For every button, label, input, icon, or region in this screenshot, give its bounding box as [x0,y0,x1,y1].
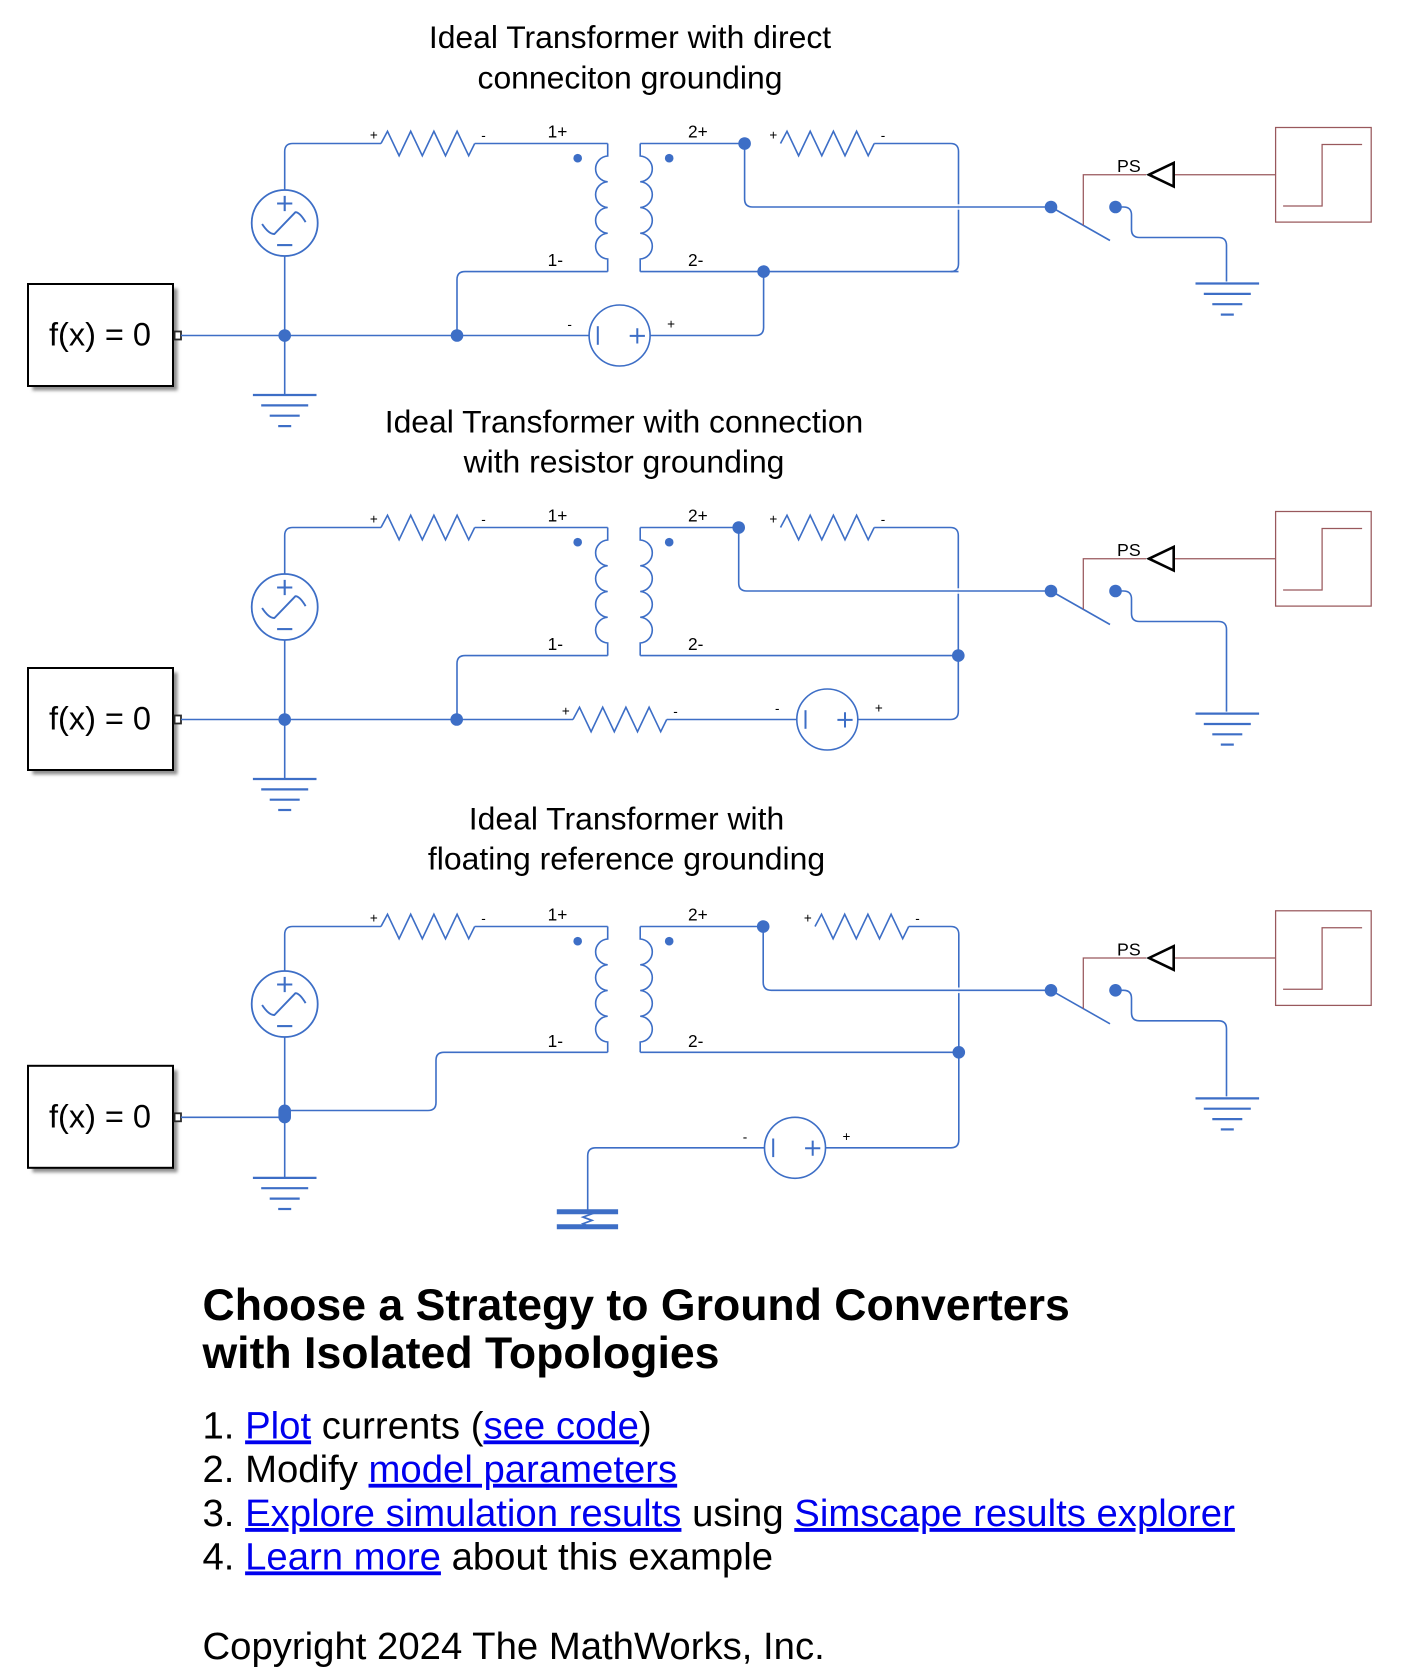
svg-text:PS: PS [1117,156,1141,176]
svg-text:with Isolated Topologies: with Isolated Topologies [202,1329,720,1378]
svg-text:-: - [673,704,678,719]
svg-text:+: + [667,317,675,332]
svg-text:1+: 1+ [548,505,568,525]
svg-text:-: - [567,317,572,332]
svg-text:1-: 1- [548,1031,563,1051]
svg-text:Ideal Transformer with connect: Ideal Transformer with connection [385,403,864,439]
svg-text:+: + [769,128,777,143]
svg-text:+: + [804,911,812,926]
svg-text:PS: PS [1117,540,1141,560]
svg-text:Choose a Strategy to Ground Co: Choose a Strategy to Ground Converters [203,1281,1070,1330]
svg-text:-: - [915,911,920,926]
svg-text:-: - [881,512,886,527]
svg-text:+: + [875,701,883,716]
svg-text:+: + [370,512,378,527]
svg-text:-: - [881,128,886,143]
svg-text:2-: 2- [688,634,703,654]
svg-text:2. Modify model parameters: 2. Modify model parameters [203,1448,678,1491]
svg-text:2-: 2- [688,250,703,270]
svg-text:-: - [481,911,486,926]
svg-text:2+: 2+ [688,505,708,525]
svg-text:4. Learn more about this examp: 4. Learn more about this example [203,1535,774,1578]
svg-text:3. Explore simulation results: 3. Explore simulation results using Sims… [203,1492,1236,1535]
svg-text:Ideal Transformer with direct: Ideal Transformer with direct [429,19,831,55]
svg-text:2-: 2- [688,1031,703,1051]
svg-text:-: - [481,512,486,527]
svg-text:+: + [562,704,570,719]
svg-text:f(x) = 0: f(x) = 0 [49,317,151,353]
svg-text:Copyright 2024 The MathWorks,: Copyright 2024 The MathWorks, Inc. [203,1625,825,1668]
svg-text:2+: 2+ [688,121,708,141]
svg-text:floating reference grounding: floating reference grounding [428,841,825,877]
svg-text:conneciton grounding: conneciton grounding [478,59,783,95]
svg-text:PS: PS [1117,940,1141,960]
svg-text:1+: 1+ [548,904,568,924]
svg-text:-: - [481,128,486,143]
svg-text:with resistor grounding: with resistor grounding [463,444,785,480]
svg-text:1-: 1- [548,250,563,270]
svg-text:1-: 1- [548,634,563,654]
svg-text:2+: 2+ [688,904,708,924]
svg-text:-: - [775,701,780,716]
svg-text:+: + [370,911,378,926]
svg-text:1+: 1+ [548,121,568,141]
svg-text:-: - [743,1129,748,1144]
svg-text:f(x) = 0: f(x) = 0 [49,1098,151,1134]
svg-text:+: + [769,512,777,527]
svg-text:+: + [370,128,378,143]
svg-text:f(x) = 0: f(x) = 0 [49,701,151,737]
svg-text:1. Plot currents (see code): 1. Plot currents (see code) [203,1404,652,1447]
svg-text:+: + [843,1129,851,1144]
svg-text:Ideal Transformer with: Ideal Transformer with [469,800,784,836]
